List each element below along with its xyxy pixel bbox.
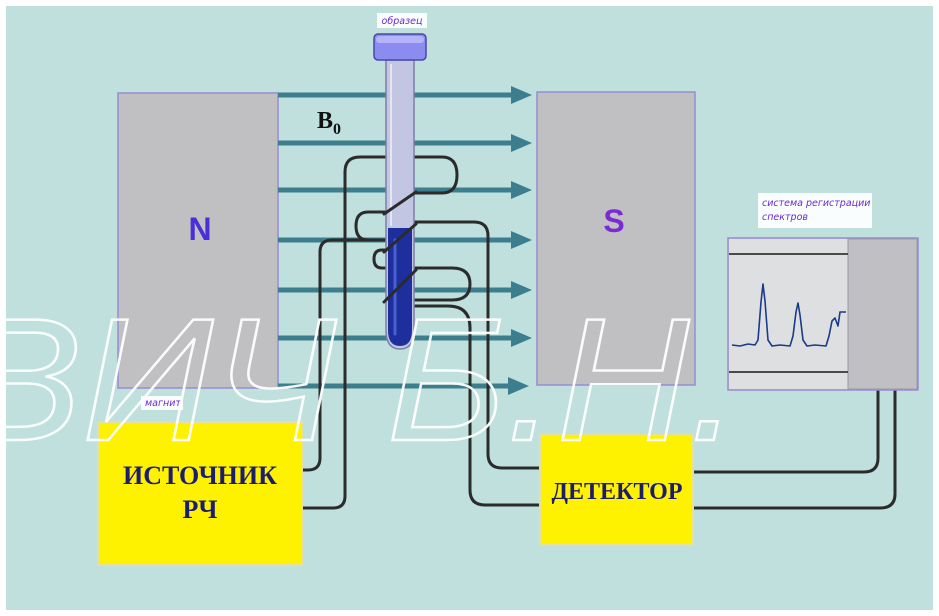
detector-box xyxy=(539,434,694,546)
rf-wire-outer xyxy=(300,155,459,510)
detector-wire-upper xyxy=(398,220,542,470)
rf-source-label-line1: ИСТОЧНИК xyxy=(123,461,277,490)
rf-source-label-line2: РЧ xyxy=(183,495,218,524)
recorder-wire-upper xyxy=(691,388,880,474)
south-pole-label: S xyxy=(603,203,624,239)
south-magnet xyxy=(536,91,696,386)
rf-wire-inner xyxy=(300,238,402,472)
recorder-screen xyxy=(729,239,848,389)
rf-source-box xyxy=(97,421,303,566)
recorder-label-background xyxy=(758,193,872,228)
field-arrow xyxy=(278,377,529,395)
spectrum-trace xyxy=(731,283,846,347)
recorder-label-line1: система регистрации xyxy=(762,198,870,209)
detector-label: ДЕТЕКТОР xyxy=(552,479,683,505)
north-magnet xyxy=(117,92,279,389)
sample-label-background xyxy=(377,13,427,28)
magnet-label: магнит xyxy=(145,398,181,409)
coil-loop-right xyxy=(398,266,472,302)
field-label-main: B xyxy=(317,108,333,134)
coil-loop-left-lower xyxy=(372,248,402,270)
recorder-wire-lower xyxy=(691,388,897,510)
tube-cap-highlight xyxy=(376,36,424,43)
field-label-subscript: 0 xyxy=(333,121,341,138)
field-label-b0: B0 xyxy=(317,108,341,138)
sample-label: образец xyxy=(382,16,423,27)
detector-wire-lower xyxy=(398,304,542,507)
coil-winding xyxy=(382,222,418,254)
coil-loop-left xyxy=(354,210,402,242)
north-pole-label: N xyxy=(188,211,211,247)
spectrum-recorder xyxy=(727,237,919,391)
coil-winding xyxy=(382,268,418,304)
rf-source-block: ИСТОЧНИК РЧ xyxy=(97,421,303,566)
watermark: ВИЧ Б.Н. xyxy=(0,283,740,478)
detector-block: ДЕТЕКТОР xyxy=(539,434,694,546)
magnet-label-background xyxy=(141,396,183,410)
recorder-side-panel xyxy=(847,238,918,390)
recorder-label-line2: спектров xyxy=(762,212,808,223)
coil-wires-back xyxy=(300,155,542,510)
coil-winding xyxy=(382,190,418,216)
coil-wires-front xyxy=(382,190,418,304)
